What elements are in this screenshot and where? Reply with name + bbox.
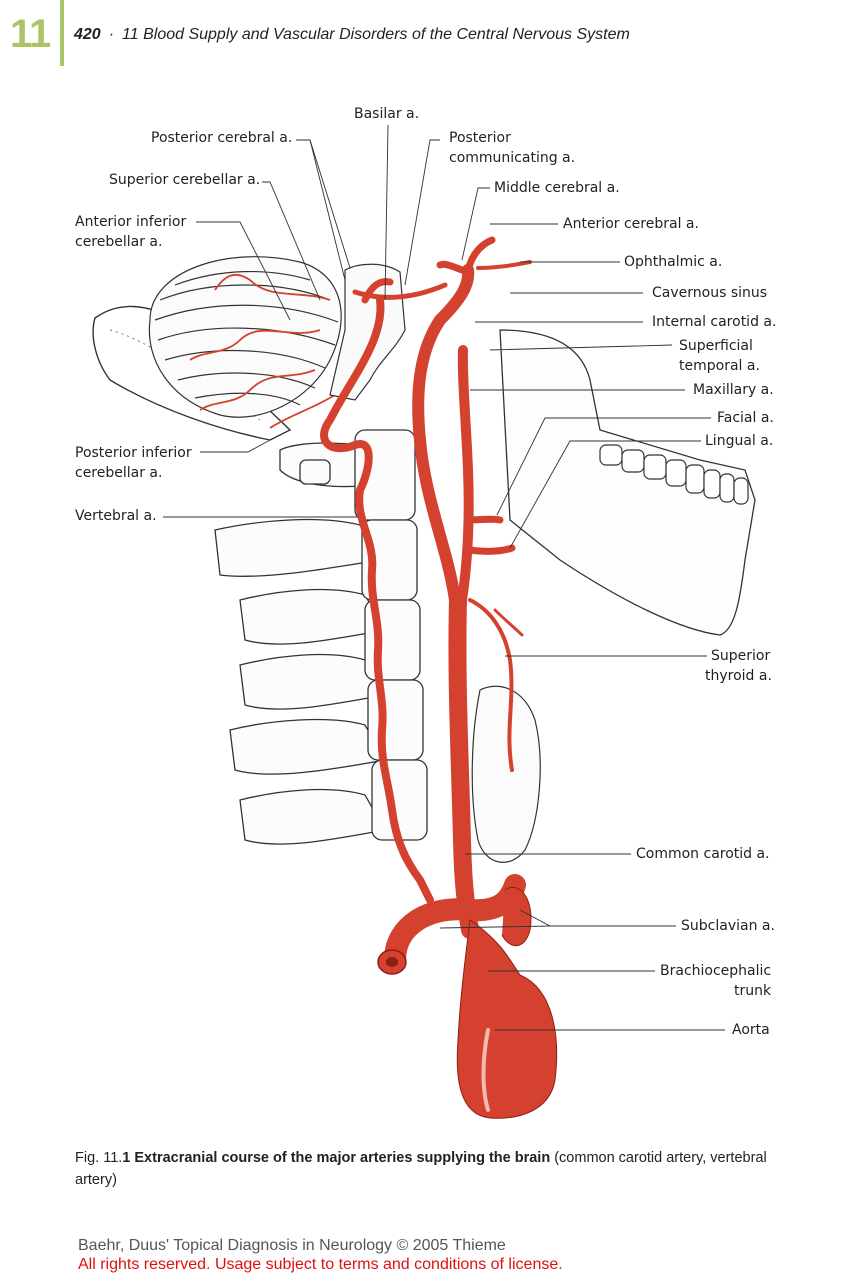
vertebral-artery bbox=[320, 296, 434, 904]
label-aorta: Aorta bbox=[732, 1022, 770, 1038]
chapter-number: 11 bbox=[10, 12, 51, 56]
cerebellum bbox=[148, 256, 342, 418]
page-number: 420 bbox=[74, 26, 101, 43]
running-title: 11 Blood Supply and Vascular Disorders o… bbox=[122, 26, 630, 43]
cervical-vertebrae bbox=[214, 429, 428, 845]
skull-base bbox=[92, 305, 292, 441]
caption-rest-text: (common carotid artery, vertebral artery… bbox=[75, 1150, 767, 1188]
label-posterior-communicating-1: Posterior bbox=[449, 130, 511, 146]
caption-fig-label: Fig. 11. bbox=[75, 1150, 123, 1166]
label-facial: Facial a. bbox=[717, 410, 774, 426]
leader-lines bbox=[163, 124, 725, 1031]
label-lingual: Lingual a. bbox=[705, 433, 774, 449]
brainstem bbox=[329, 263, 406, 401]
label-anterior-inferior-cerebellar-1: Anterior inferior bbox=[75, 214, 187, 230]
label-brachiocephalic-1: Brachiocephalic bbox=[660, 963, 772, 979]
label-vertebral: Vertebral a. bbox=[75, 508, 157, 524]
mandible bbox=[499, 329, 756, 636]
arteries-illustration bbox=[92, 124, 756, 1119]
label-superficial-temporal-1: Superficial bbox=[679, 338, 753, 354]
internal-carotid-artery bbox=[412, 264, 475, 606]
header-rule bbox=[60, 0, 64, 66]
caption-fig-number: 1 bbox=[122, 1150, 131, 1166]
label-superior-cerebellar: Superior cerebellar a. bbox=[109, 172, 261, 188]
credit-line-1: Baehr, Duus' Topical Diagnosis in Neurol… bbox=[78, 1237, 506, 1254]
label-ophthalmic: Ophthalmic a. bbox=[624, 254, 723, 270]
external-carotid-artery bbox=[457, 345, 474, 605]
credit-line-2: All rights reserved. Usage subject to te… bbox=[78, 1256, 563, 1273]
label-anterior-cerebral: Anterior cerebral a. bbox=[563, 216, 699, 232]
label-subclavian: Subclavian a. bbox=[681, 918, 775, 934]
header-separator: · bbox=[108, 26, 115, 43]
thyroid-gland bbox=[471, 685, 541, 863]
label-brachiocephalic-2: trunk bbox=[734, 983, 772, 999]
label-posterior-inferior-cerebellar-1: Posterior inferior bbox=[75, 445, 192, 461]
label-internal-carotid: Internal carotid a. bbox=[652, 314, 777, 330]
running-header: 420 · 11 Blood Supply and Vascular Disorde… bbox=[74, 26, 630, 44]
copyright-credit: Baehr, Duus' Topical Diagnosis in Neurol… bbox=[78, 1236, 563, 1274]
label-cavernous-sinus: Cavernous sinus bbox=[652, 285, 768, 301]
caption-bold-text: Extracranial course of the major arterie… bbox=[134, 1150, 551, 1166]
teeth bbox=[599, 444, 749, 505]
label-superficial-temporal-2: temporal a. bbox=[679, 358, 760, 374]
label-posterior-communicating-2: communicating a. bbox=[449, 150, 576, 166]
figure-caption: Fig. 11.1 Extracranial course of the maj… bbox=[75, 1147, 795, 1191]
label-posterior-cerebral: Posterior cerebral a. bbox=[151, 130, 293, 146]
aorta bbox=[456, 919, 558, 1119]
label-common-carotid: Common carotid a. bbox=[636, 846, 770, 862]
label-maxillary: Maxillary a. bbox=[693, 382, 774, 398]
common-carotid-artery bbox=[448, 591, 479, 939]
label-superior-thyroid-2: thyroid a. bbox=[705, 668, 772, 684]
label-posterior-inferior-cerebellar-2: cerebellar a. bbox=[75, 465, 163, 481]
label-anterior-inferior-cerebellar-2: cerebellar a. bbox=[75, 234, 163, 250]
label-superior-thyroid-1: Superior bbox=[711, 648, 771, 664]
label-basilar: Basilar a. bbox=[354, 106, 420, 122]
label-middle-cerebral: Middle cerebral a. bbox=[494, 180, 620, 196]
